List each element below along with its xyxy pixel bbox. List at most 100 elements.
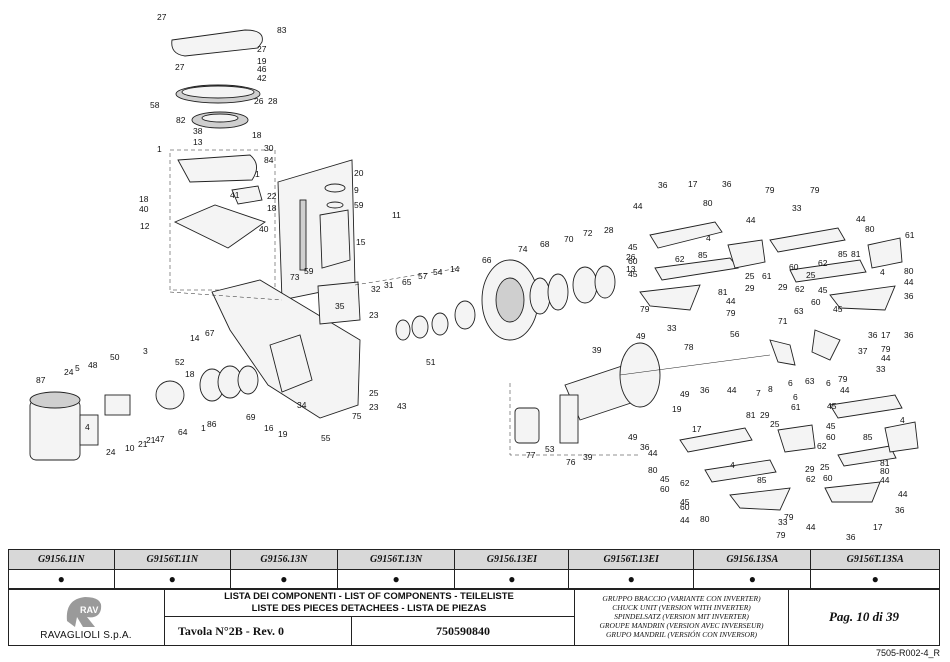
part-label: 33 (876, 364, 886, 374)
part-label: 44 (680, 515, 690, 525)
large-drum (481, 259, 616, 341)
model-mark: ● (336, 569, 456, 590)
part-label: 28 (268, 96, 278, 106)
model-header: G9156T.11N (113, 549, 232, 570)
part-label: 63 (794, 306, 804, 316)
desc-spanish: GRUPO MANDRIL (VERSIÓN CON INVERSOR) (605, 630, 758, 639)
part-label: 25 (369, 388, 379, 398)
part-label: 29 (778, 282, 788, 292)
part-label: 75 (352, 411, 362, 421)
part-label: 69 (246, 412, 256, 422)
part-label: 44 (881, 353, 891, 363)
part-label: 77 (526, 450, 536, 460)
part-label: 24 (106, 447, 116, 457)
part-label: 36 (846, 532, 856, 542)
part-label: 6 (788, 378, 793, 388)
part-label: 29 (745, 283, 755, 293)
part-label: 21 (146, 435, 156, 445)
part-label: 44 (633, 201, 643, 211)
part-label: 48 (88, 360, 98, 370)
desc-english: CHUCK UNIT (VERSION WITH INVERTER) (612, 603, 751, 612)
part-label: 36 (722, 179, 732, 189)
part-label: 17 (688, 179, 698, 189)
jaw-assembly-upper-left (639, 221, 766, 311)
part-label: 63 (805, 376, 815, 386)
part-label: 36 (904, 291, 914, 301)
part-label: 79 (810, 185, 820, 195)
part-label: 21 (138, 439, 148, 449)
jaw-assembly-lower-left (679, 424, 816, 511)
table-reference: Tavola N°2B - Rev. 0 (164, 617, 352, 645)
part-label: 80 (880, 466, 890, 476)
belt-cover (171, 29, 263, 57)
part-label: 57 (418, 271, 428, 281)
part-label: 68 (540, 239, 550, 249)
part-label: 35 (335, 301, 345, 311)
part-label: 66 (482, 255, 492, 265)
part-label: 60 (660, 484, 670, 494)
part-label: 13 (626, 264, 636, 274)
part-label: 78 (684, 342, 694, 352)
part-label: 79 (784, 512, 794, 522)
part-label: 6 (826, 378, 831, 388)
part-label: 80 (865, 224, 875, 234)
model-header: G9156T.13SA (810, 549, 940, 570)
part-label: 42 (257, 73, 267, 83)
part-label: 37 (858, 346, 868, 356)
part-label: 30 (264, 143, 274, 153)
part-label: 14 (190, 333, 200, 343)
part-label: 53 (545, 444, 555, 454)
part-label: 49 (636, 331, 646, 341)
part-label: 18 (252, 130, 262, 140)
part-label: 7 (756, 388, 761, 398)
part-label: 18 (185, 369, 195, 379)
part-label: 41 (230, 190, 240, 200)
part-label: 40 (139, 204, 149, 214)
part-label: 79 (640, 304, 650, 314)
model-header: G9156.13EI (454, 549, 570, 570)
part-label: 80 (703, 198, 713, 208)
model-mark: ● (113, 569, 232, 590)
part-label: 4 (730, 460, 735, 470)
part-label: 56 (730, 329, 740, 339)
desc-german: SPINDELSATZ (VERSION MIT INVERTER) (614, 612, 749, 621)
part-label: 19 (672, 404, 682, 414)
part-label: 36 (904, 330, 914, 340)
star-blades (769, 329, 841, 366)
part-label: 45 (660, 474, 670, 484)
document-reference: 7505-R002-4_R (875, 648, 940, 658)
part-label: 55 (321, 433, 331, 443)
flange-and-rings-left (104, 365, 259, 416)
part-label: 86 (207, 419, 217, 429)
part-label: 13 (193, 137, 203, 147)
part-label: 11 (392, 210, 401, 220)
part-label: 33 (667, 323, 677, 333)
part-label: 85 (863, 432, 873, 442)
model-header: G9156T.13N (336, 549, 456, 570)
part-label: 61 (762, 271, 772, 281)
part-label: 25 (745, 271, 755, 281)
part-label: 12 (140, 221, 150, 231)
list-title-line2: LISTE DES PIECES DETACHEES - LISTA DE PI… (251, 603, 487, 614)
part-label: 6 (793, 392, 798, 402)
part-label: 36 (700, 385, 710, 395)
ravaglioli-logo-icon: RAV (66, 597, 102, 627)
part-label: 44 (806, 522, 816, 532)
part-label: 60 (789, 262, 799, 272)
company-name: RAVAGLIOLI S.p.A. (40, 630, 132, 641)
part-label: 36 (640, 442, 650, 452)
part-label: 45 (628, 269, 638, 279)
part-label: 60 (823, 473, 833, 483)
logo-text: RAV (80, 605, 98, 615)
belt-and-pulley (175, 84, 261, 129)
part-label: 81 (746, 410, 756, 420)
desc-italian: GRUPPO BRACCIO (VARIANTE CON INVERTER) (602, 594, 761, 603)
part-label: 80 (904, 266, 914, 276)
part-label: 1 (201, 423, 206, 433)
part-label: 16 (264, 423, 274, 433)
part-label: 62 (817, 441, 827, 451)
part-label: 83 (277, 25, 287, 35)
part-label: 9 (354, 185, 359, 195)
part-label: 72 (583, 228, 593, 238)
part-label: 85 (698, 250, 708, 260)
